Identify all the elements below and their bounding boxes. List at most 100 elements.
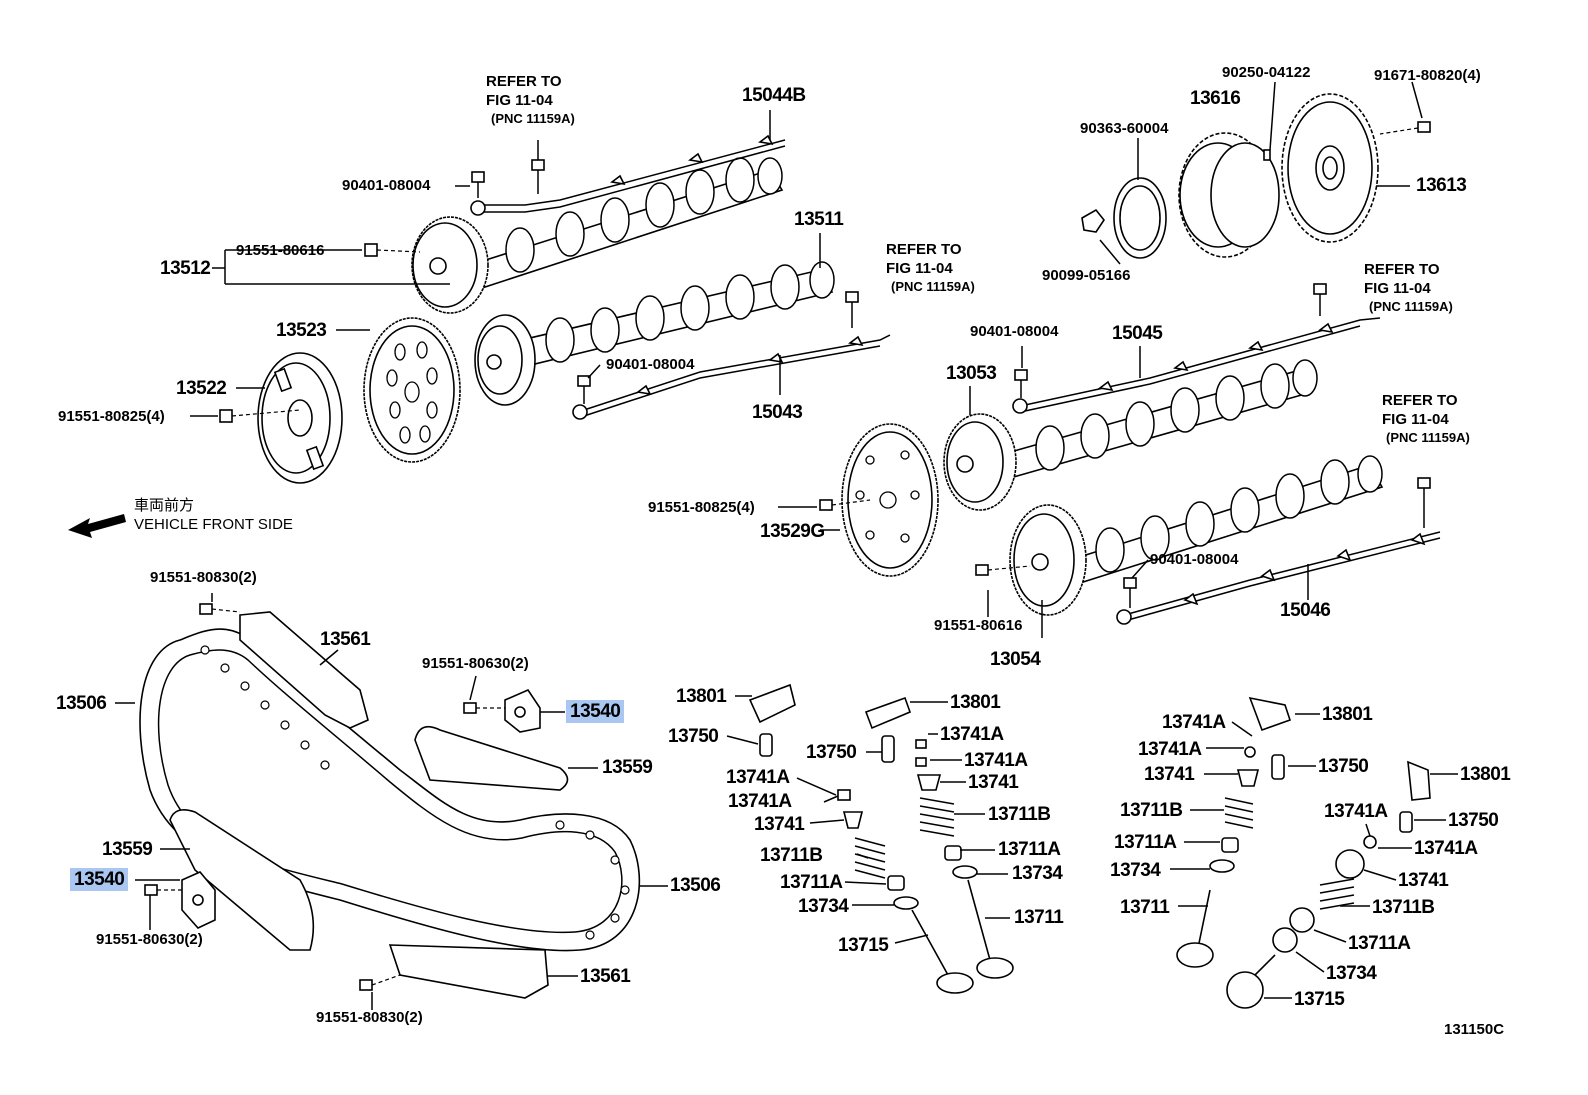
- part-label[interactable]: 13523: [276, 320, 327, 341]
- gear-13529G: [841, 423, 939, 577]
- refer-note-4-line1: REFER TO: [1382, 392, 1458, 409]
- gear-13523: [363, 317, 461, 463]
- part-label[interactable]: 13801: [1322, 704, 1373, 725]
- part-label[interactable]: 91551-80630(2): [422, 655, 529, 672]
- refer-note-4-line2: FIG 11-04: [1382, 411, 1449, 428]
- refer-note-1-line2: FIG 11-04: [486, 92, 553, 109]
- part-label[interactable]: 13750: [1448, 810, 1499, 831]
- leader-lines: [115, 81, 1458, 1010]
- part-label[interactable]: 13741A: [964, 750, 1028, 771]
- part-label[interactable]: 13711A: [1348, 933, 1411, 954]
- part-label[interactable]: 13734: [1110, 860, 1161, 881]
- part-label[interactable]: 13741A: [1324, 801, 1388, 822]
- part-label[interactable]: 13711A: [998, 839, 1061, 860]
- part-label[interactable]: 13511: [794, 209, 844, 230]
- part-label[interactable]: 13529G: [760, 521, 825, 542]
- vvt-assembly-upper-right: [1081, 93, 1431, 259]
- refer-note-2-line1: REFER TO: [886, 241, 962, 258]
- part-label[interactable]: 13734: [798, 896, 849, 917]
- part-label[interactable]: 13741A: [1138, 739, 1202, 760]
- part-label[interactable]: 91671-80820(4): [1374, 67, 1481, 84]
- part-label[interactable]: 90099-05166: [1042, 267, 1131, 284]
- part-label[interactable]: 13613: [1416, 175, 1467, 196]
- part-label[interactable]: 15043: [752, 402, 803, 423]
- part-label[interactable]: 91551-80616: [236, 242, 325, 259]
- part-label[interactable]: 13734: [1012, 863, 1063, 884]
- part-label[interactable]: 13711A: [780, 872, 843, 893]
- part-label[interactable]: 91551-80630(2): [96, 931, 203, 948]
- part-label[interactable]: 13561: [580, 966, 631, 987]
- refer-note-2-line2: FIG 11-04: [886, 260, 953, 277]
- part-label[interactable]: 91551-80825(4): [58, 408, 165, 425]
- part-label[interactable]: 13512: [160, 258, 211, 279]
- part-label[interactable]: 90401-08004: [970, 323, 1059, 340]
- refer-note-2-line3: (PNC 11159A): [891, 279, 975, 294]
- part-label[interactable]: 13741A: [728, 791, 792, 812]
- part-label[interactable]: 13711B: [988, 804, 1051, 825]
- chain-tensioner-13540-lower: [144, 871, 216, 929]
- part-label[interactable]: 13750: [806, 742, 857, 763]
- part-label[interactable]: 90363-60004: [1080, 120, 1169, 137]
- diagram-code: 131150C: [1444, 1021, 1505, 1038]
- chain-guide-13561-lower: [359, 944, 549, 999]
- direction-note-en: VEHICLE FRONT SIDE: [134, 516, 293, 533]
- part-label[interactable]: 13711B: [1120, 800, 1183, 821]
- oil-pipe-15045: [1012, 283, 1381, 414]
- oil-pipe-15044B: [470, 134, 786, 216]
- part-label[interactable]: 91551-80616: [934, 617, 1023, 634]
- part-label[interactable]: 13801: [676, 686, 727, 707]
- part-label[interactable]: 90250-04122: [1222, 64, 1311, 81]
- camshaft-upper-left-1: [468, 157, 784, 289]
- part-label[interactable]: 13741: [754, 814, 805, 835]
- part-label[interactable]: 13522: [176, 378, 227, 399]
- part-label[interactable]: 13506: [670, 875, 721, 896]
- camshaft-right-13053: [943, 359, 1318, 511]
- part-label[interactable]: 13053: [946, 363, 997, 384]
- part-label[interactable]: 13506: [56, 693, 107, 714]
- part-label[interactable]: 13801: [950, 692, 1001, 713]
- part-label[interactable]: 13741A: [726, 767, 790, 788]
- gear-13522: [257, 352, 343, 484]
- part-label[interactable]: 13561: [320, 629, 371, 650]
- refer-note-3-line1: REFER TO: [1364, 261, 1440, 278]
- part-label[interactable]: 13734: [1326, 963, 1377, 984]
- refer-note-1-line3: (PNC 11159A): [491, 111, 575, 126]
- part-label[interactable]: 13741: [1144, 764, 1195, 785]
- part-label[interactable]: 13559: [602, 757, 653, 778]
- refer-note-4-line3: (PNC 11159A): [1386, 430, 1470, 445]
- part-label[interactable]: 13711B: [760, 845, 823, 866]
- part-label[interactable]: 13559: [102, 839, 153, 860]
- part-label[interactable]: 13750: [668, 726, 719, 747]
- part-label[interactable]: 91551-80830(2): [150, 569, 257, 586]
- part-label[interactable]: 13711: [1014, 907, 1064, 928]
- part-label[interactable]: 15045: [1112, 323, 1163, 344]
- part-label[interactable]: 13711A: [1114, 832, 1177, 853]
- part-label[interactable]: 13711B: [1372, 897, 1435, 918]
- part-label-highlighted[interactable]: 13540: [70, 868, 129, 891]
- part-label[interactable]: 13801: [1460, 764, 1511, 785]
- part-label[interactable]: 13054: [990, 649, 1041, 670]
- part-label[interactable]: 13741A: [940, 724, 1004, 745]
- part-label[interactable]: 13715: [838, 935, 889, 956]
- part-label[interactable]: 15046: [1280, 600, 1331, 621]
- part-label[interactable]: 90401-08004: [606, 356, 695, 373]
- valve-train-left: [748, 683, 1014, 994]
- part-label[interactable]: 13741: [1398, 870, 1449, 891]
- part-label[interactable]: 13616: [1190, 88, 1241, 109]
- part-label[interactable]: 13741A: [1162, 712, 1226, 733]
- part-label-highlighted[interactable]: 13540: [566, 700, 625, 723]
- part-label[interactable]: 90401-08004: [342, 177, 431, 194]
- part-label[interactable]: 90401-08004: [1150, 551, 1239, 568]
- part-label[interactable]: 13741: [968, 772, 1019, 793]
- part-label[interactable]: 13711: [1120, 897, 1170, 918]
- part-label[interactable]: 91551-80825(4): [648, 499, 755, 516]
- part-label[interactable]: 13750: [1318, 756, 1369, 777]
- part-label[interactable]: 13715: [1294, 989, 1345, 1010]
- oil-pipe-15043: [572, 334, 891, 420]
- camshaft-13511: [474, 261, 835, 406]
- part-label[interactable]: 15044B: [742, 85, 806, 106]
- part-label[interactable]: 13741A: [1414, 838, 1478, 859]
- refer-note-3-line2: FIG 11-04: [1364, 280, 1431, 297]
- part-label[interactable]: 91551-80830(2): [316, 1009, 423, 1026]
